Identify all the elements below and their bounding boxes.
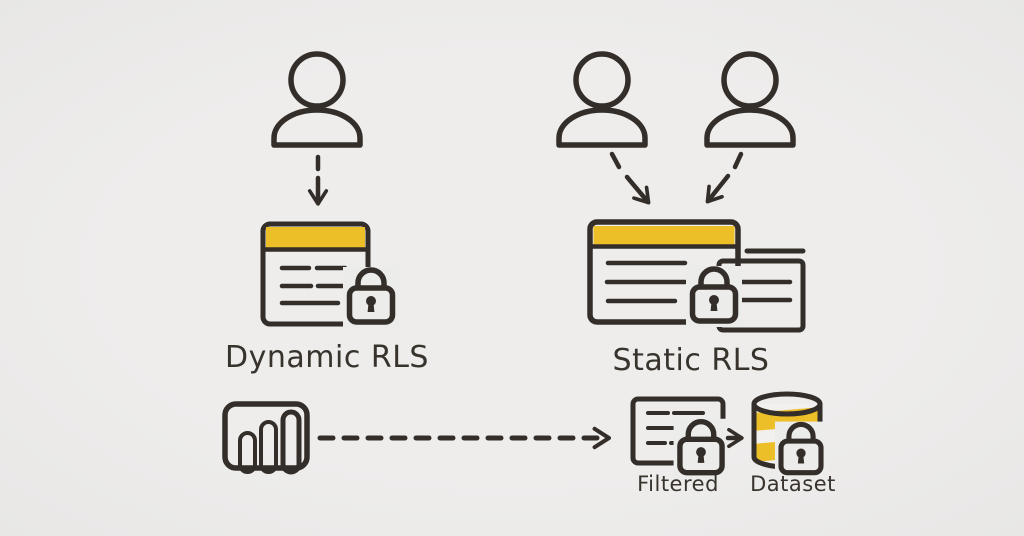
lock-icon: [343, 267, 399, 328]
text-lines: [279, 265, 350, 306]
bar-small: [238, 431, 257, 474]
lock-icon: [686, 266, 742, 327]
down-arrow-icon: [705, 151, 744, 204]
static-rls-group: [559, 54, 806, 333]
lock-icon: [775, 422, 827, 479]
text-lines: [738, 279, 793, 303]
power-bi-logo: [222, 401, 310, 475]
card-header-band: [593, 226, 735, 245]
lock-icon: [674, 419, 729, 479]
bar-tall: [280, 409, 302, 475]
person-icon: [274, 54, 360, 145]
filtered-label: Filtered: [637, 472, 719, 496]
bar-medium: [259, 420, 278, 474]
person-icon: [559, 54, 645, 145]
static-rls-label: Static RLS: [612, 343, 770, 378]
dynamic-rls-label: Dynamic RLS: [225, 340, 429, 375]
card-header-band: [266, 227, 365, 248]
dynamic-rls-group: [260, 54, 399, 328]
person-icon: [707, 54, 793, 145]
down-arrow-icon: [609, 151, 651, 205]
pipeline-group: [222, 391, 829, 479]
text-lines: [604, 260, 688, 304]
dataset-label: Dataset: [750, 472, 836, 496]
